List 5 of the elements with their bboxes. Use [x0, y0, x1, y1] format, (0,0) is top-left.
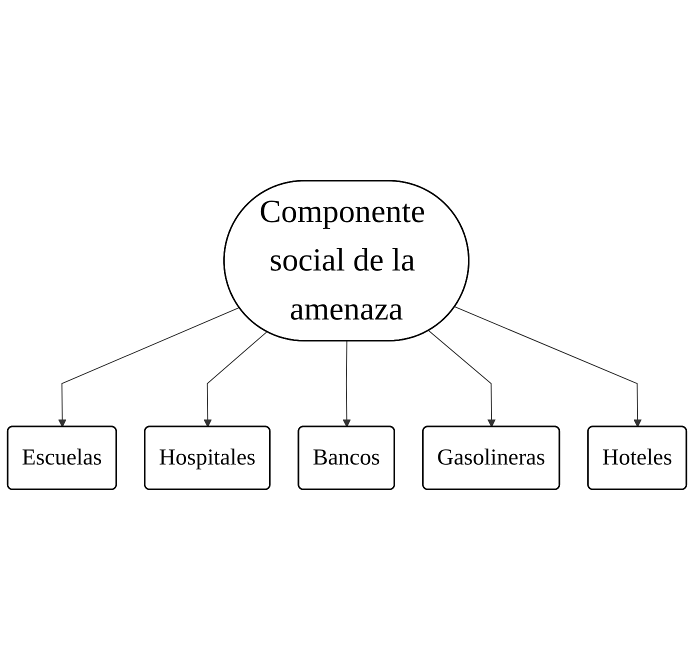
arrow — [204, 331, 268, 428]
arrow — [342, 340, 351, 428]
arrow — [428, 330, 496, 428]
arrow — [58, 307, 240, 428]
arrow — [454, 306, 642, 428]
